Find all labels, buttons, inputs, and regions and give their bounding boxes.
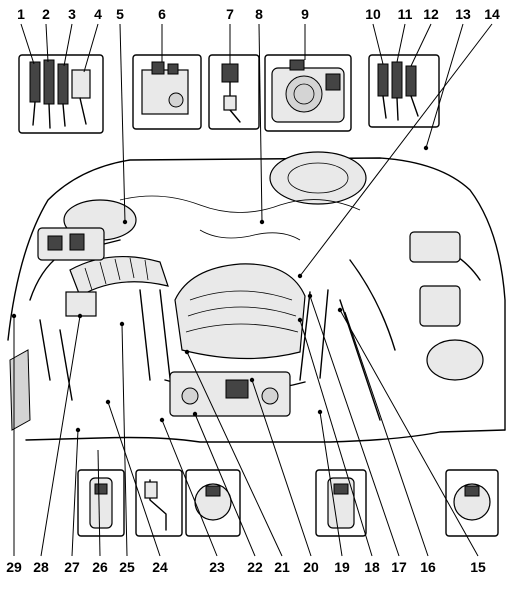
callout-4: 4 <box>94 6 102 22</box>
inset-sensor-23 <box>185 469 241 537</box>
callout-21: 21 <box>274 559 290 575</box>
callout-numbers-bottom: 29 28 27 26 25 24 23 22 21 20 19 18 17 1… <box>6 559 486 575</box>
callout-19: 19 <box>334 559 350 575</box>
callout-5: 5 <box>116 6 124 22</box>
inset-throttle-body-9 <box>264 54 352 132</box>
callout-8: 8 <box>255 6 263 22</box>
inset-sensor-19 <box>315 469 367 537</box>
engine-bay-drawing <box>7 151 506 443</box>
callout-10: 10 <box>365 6 381 22</box>
callout-13: 13 <box>455 6 471 22</box>
callout-15: 15 <box>470 559 486 575</box>
callout-14: 14 <box>484 6 500 22</box>
callout-22: 22 <box>247 559 263 575</box>
inset-relay-6 <box>132 54 202 130</box>
callout-18: 18 <box>364 559 380 575</box>
callout-27: 27 <box>64 559 80 575</box>
callout-9: 9 <box>301 6 309 22</box>
callout-23: 23 <box>209 559 225 575</box>
callout-11: 11 <box>398 6 413 22</box>
callout-3: 3 <box>68 6 76 22</box>
leader-lines <box>13 23 493 557</box>
callout-12: 12 <box>423 6 439 22</box>
callout-1: 1 <box>17 6 25 22</box>
callout-7: 7 <box>226 6 234 22</box>
callout-25: 25 <box>119 559 135 575</box>
inset-sensor-15 <box>445 469 499 537</box>
callout-numbers-top: 1 2 3 4 5 6 7 8 9 10 11 12 13 14 <box>17 6 500 22</box>
inset-sensor-26 <box>77 469 125 537</box>
callout-28: 28 <box>33 559 49 575</box>
callout-29: 29 <box>6 559 22 575</box>
callout-2: 2 <box>42 6 50 22</box>
callout-16: 16 <box>420 559 436 575</box>
callout-20: 20 <box>303 559 319 575</box>
inset-sensor-7 <box>208 54 260 130</box>
inset-connectors-10-12 <box>368 54 440 128</box>
leader-targets <box>11 145 429 433</box>
inset-connectors-1-4 <box>18 54 104 134</box>
inset-sensor-24 <box>135 469 183 537</box>
callout-6: 6 <box>158 6 166 22</box>
callout-17: 17 <box>391 559 407 575</box>
callout-24: 24 <box>152 559 168 575</box>
callout-26: 26 <box>92 559 108 575</box>
